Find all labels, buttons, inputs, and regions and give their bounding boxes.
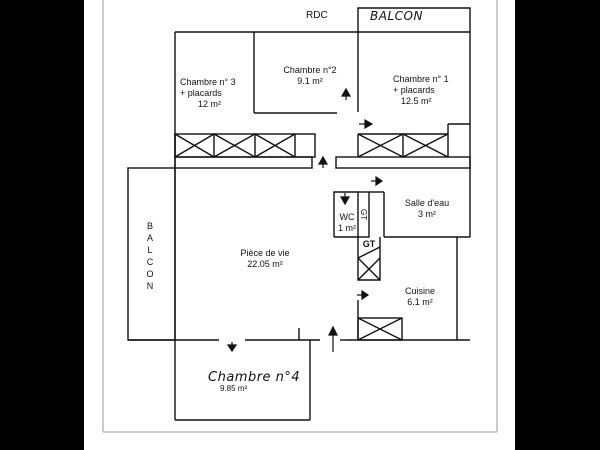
room-extra: + placards xyxy=(180,88,222,98)
room-chambre-4: Chambre n°4 9.85 m² xyxy=(208,370,308,394)
room-name: Cuisine xyxy=(404,286,435,296)
room-area: 12 m² xyxy=(198,99,222,109)
paper-sheet xyxy=(84,0,515,450)
balcony-top-label: BALCON xyxy=(370,9,423,23)
room-name: Pièce de vie xyxy=(240,248,290,258)
room-name: WC xyxy=(339,212,355,222)
room-cuisine: Cuisine 6.1 m² xyxy=(395,286,445,308)
room-area: 12.5 m² xyxy=(401,96,432,106)
room-chambre-1: Chambre n° 1 + placards 12.5 m² xyxy=(393,74,465,107)
room-area: 6.1 m² xyxy=(407,297,433,307)
room-area: 9.1 m² xyxy=(297,76,323,86)
room-name: Chambre n° 3 xyxy=(180,77,236,87)
balcony-left-label: BALCON xyxy=(146,221,154,291)
room-area: 3 m² xyxy=(418,209,436,219)
room-salle-d-eau: Salle d'eau 3 m² xyxy=(397,198,457,220)
room-wc: WC 1 m² xyxy=(336,212,358,234)
room-extra: + placards xyxy=(393,85,435,95)
room-chambre-2: Chambre n°2 9.1 m² xyxy=(275,65,345,87)
room-name: Chambre n°2 xyxy=(283,65,337,75)
room-name: Chambre n°4 xyxy=(208,370,301,385)
gt-horizontal-label: GT xyxy=(362,239,376,249)
gt-vertical-label: GT xyxy=(359,209,368,221)
room-area: 9.85 m² xyxy=(220,384,248,393)
room-area: 1 m² xyxy=(338,223,356,233)
room-area: 22.05 m² xyxy=(247,259,283,269)
room-name: Chambre n° 1 xyxy=(393,74,449,84)
level-label: RDC xyxy=(306,10,328,21)
room-chambre-3: Chambre n° 3 + placards 12 m² xyxy=(180,77,252,110)
room-piece-de-vie: Pièce de vie 22.05 m² xyxy=(230,248,300,270)
room-name: Salle d'eau xyxy=(404,198,450,208)
